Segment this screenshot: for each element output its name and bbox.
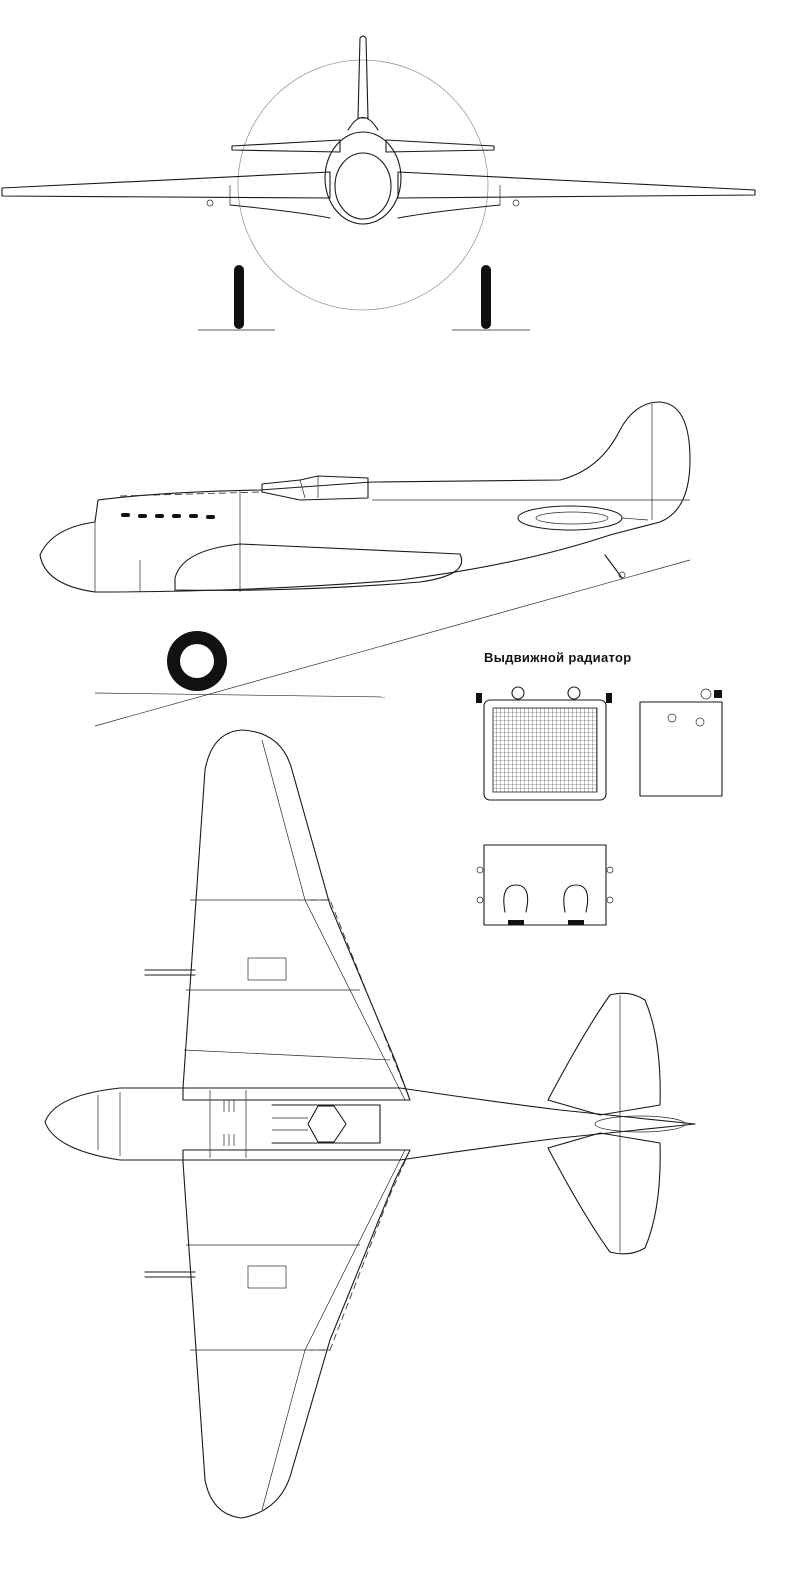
front-fuselage — [324, 131, 402, 225]
propeller-disc — [237, 59, 489, 311]
radiator-front-view — [476, 686, 612, 801]
radiator-bottom-view — [476, 844, 614, 926]
side-wing-root — [174, 543, 463, 591]
front-tailplane — [231, 139, 495, 153]
side-tailplane — [517, 505, 649, 531]
radiator-side-view — [639, 688, 723, 797]
side-exhaust-ports — [121, 513, 215, 519]
front-wing — [1, 171, 756, 219]
side-main-wheel — [94, 559, 691, 727]
side-tail-wheel — [604, 554, 626, 579]
plan-cockpit — [271, 1104, 381, 1144]
plan-guns — [144, 969, 196, 1278]
plan-fuselage — [44, 1087, 696, 1161]
radiator-caption: Выдвижной радиатор — [484, 650, 632, 665]
side-canopy — [261, 475, 369, 501]
plan-lower-wing — [182, 1149, 411, 1519]
plan-upper-wing — [182, 729, 411, 1101]
side-fuselage — [39, 401, 691, 593]
front-landing-gear — [198, 265, 530, 331]
front-fin — [347, 35, 379, 131]
plan-tailplane — [547, 992, 661, 1255]
